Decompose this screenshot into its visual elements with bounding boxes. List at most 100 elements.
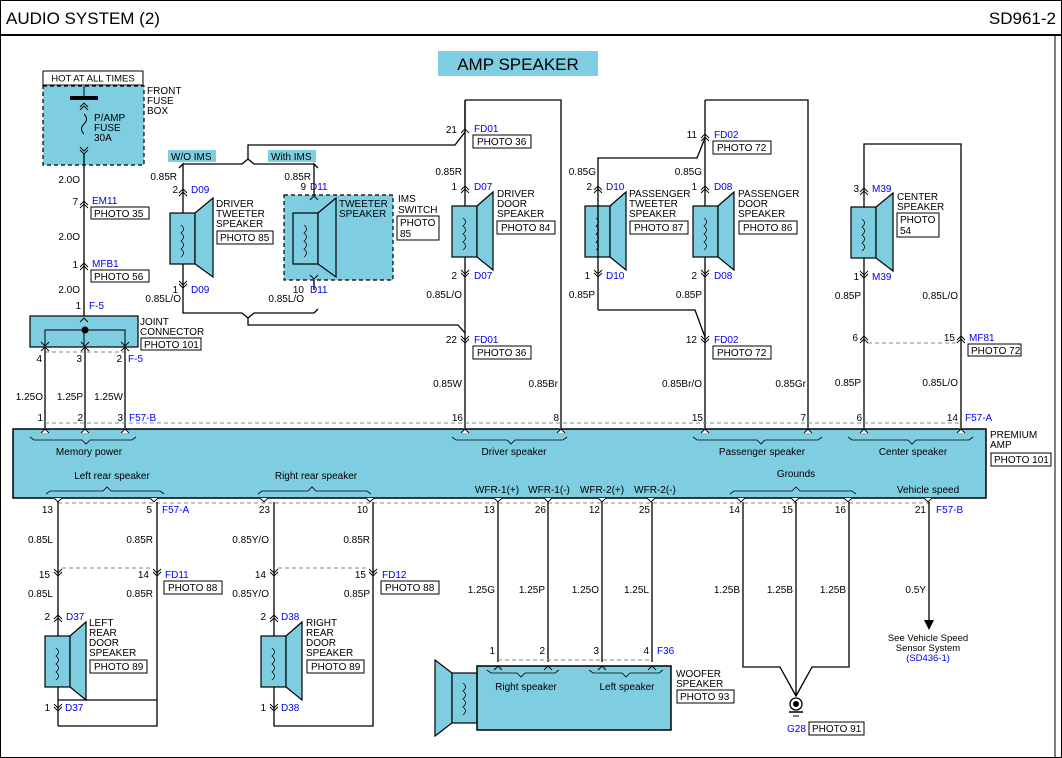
photo-ref[interactable]: PHOTO 88 (385, 583, 435, 594)
photo-ref[interactable]: PHOTO 101 (994, 455, 1049, 466)
pin-number: 1 (172, 285, 178, 296)
photo-ref[interactable]: PHOTO 89 (94, 662, 144, 673)
front-fuse-box (42, 85, 145, 166)
connector-f57b-link[interactable]: F57-B (936, 505, 964, 516)
pin-number: 10 (357, 505, 369, 516)
connector-d11-link[interactable]: D11 (310, 285, 328, 296)
connector-em11-link[interactable]: EM11 (92, 196, 118, 207)
photo-ref[interactable]: PHOTO 35 (94, 209, 144, 220)
photo-ref[interactable]: PHOTO 36 (477, 137, 527, 148)
wfr-label: WFR-1(+) (475, 485, 519, 496)
photo-ref[interactable]: PHOTO 72 (717, 143, 767, 154)
speaker-label: RIGHT (306, 618, 337, 629)
connector-f57b-link[interactable]: F57-B (129, 413, 157, 424)
speaker-label: SPEAKER (216, 219, 263, 230)
connector-d10-link[interactable]: D10 (606, 271, 625, 282)
joint-connector-label: JOINT (140, 317, 169, 328)
connector-f57a-link[interactable]: F57-A (162, 505, 190, 516)
pin-number: 7 (72, 197, 78, 208)
wire-label: 1.25W (94, 392, 123, 403)
connector-m39-link[interactable]: M39 (872, 272, 892, 283)
pin-number: 3 (593, 646, 599, 657)
speaker-label: REAR (306, 628, 334, 639)
photo-ref[interactable]: PHOTO 87 (634, 223, 684, 234)
pin-number: 1 (489, 646, 495, 657)
photo-ref[interactable]: PHOTO 88 (168, 583, 218, 594)
photo-ref[interactable]: PHOTO 72 (717, 348, 767, 359)
connector-d09-link[interactable]: D09 (191, 185, 210, 196)
wire-label: 0.85R (150, 172, 177, 183)
woofer-label: SPEAKER (676, 679, 723, 690)
photo-ref[interactable]: PHOTO 89 (311, 662, 361, 673)
pin-number: 4 (36, 354, 42, 365)
pin-number: 14 (138, 570, 150, 581)
photo-ref[interactable]: PHOTO 85 (220, 233, 270, 244)
driver-tweeter-speaker-icon (169, 196, 214, 279)
wire-label: 1.25P (519, 585, 545, 596)
photo-ref[interactable]: PHOTO (900, 215, 936, 226)
photo-ref[interactable]: PHOTO 72 (971, 346, 1021, 357)
vehicle-speed-ref-link[interactable]: (SD436-1) (906, 653, 950, 664)
center-speaker-icon (850, 191, 894, 273)
connector-fd01-link[interactable]: FD01 (474, 335, 499, 346)
connector-d07-link[interactable]: D07 (474, 271, 493, 282)
photo-ref[interactable]: PHOTO 84 (501, 223, 551, 234)
connector-f36-link[interactable]: F36 (657, 646, 675, 657)
pin-number: 13 (484, 505, 496, 516)
ground-g28-link[interactable]: G28 (787, 724, 806, 735)
photo-ref[interactable]: 54 (900, 226, 912, 237)
connector-fd02-link[interactable]: FD02 (714, 335, 739, 346)
pin-number: 1 (44, 703, 50, 714)
connector-fd02-link[interactable]: FD02 (714, 130, 739, 141)
wire-label: 1.25B (767, 585, 793, 596)
photo-ref[interactable]: PHOTO (400, 218, 436, 229)
photo-ref[interactable]: PHOTO 91 (812, 724, 862, 735)
speaker-label: CENTER (897, 192, 938, 203)
fuse-rating: 30A (94, 133, 112, 144)
connector-d37-link[interactable]: D37 (65, 703, 84, 714)
speaker-label: DOOR (738, 199, 768, 210)
connector-d08-link[interactable]: D08 (714, 182, 733, 193)
pin-number: 6 (856, 413, 862, 424)
connector-fd11-link[interactable]: FD11 (165, 570, 189, 581)
diagram-code: SD961-2 (989, 9, 1056, 28)
wire-label: 0.85P (676, 290, 702, 301)
photo-ref[interactable]: PHOTO 36 (477, 348, 527, 359)
wire-label: 0.85L/O (922, 378, 958, 389)
connector-d11-link[interactable]: D11 (310, 182, 328, 193)
pin-number: 2 (451, 271, 457, 282)
connector-fd01-link[interactable]: FD01 (474, 124, 499, 135)
pin-number: 21 (446, 125, 458, 136)
connector-d09-link[interactable]: D09 (191, 285, 210, 296)
passenger-door-speaker-icon (692, 190, 735, 272)
photo-ref[interactable]: PHOTO 86 (743, 223, 793, 234)
connector-d07-link[interactable]: D07 (474, 182, 493, 193)
connector-d37-link[interactable]: D37 (66, 612, 85, 623)
hot-at-all-times-label: HOT AT ALL TIMES (51, 74, 134, 85)
connector-f5-link[interactable]: F-5 (89, 301, 104, 312)
connector-d10-link[interactable]: D10 (606, 182, 625, 193)
woofer-group-label: Right speaker (495, 682, 557, 693)
connector-d38-link[interactable]: D38 (281, 703, 300, 714)
with-ims-label: With IMS (271, 152, 312, 163)
banner-label: AMP SPEAKER (457, 55, 579, 74)
driver-door-speaker-icon (451, 190, 494, 272)
connector-d38-link[interactable]: D38 (281, 612, 300, 623)
connector-fd12-link[interactable]: FD12 (382, 570, 407, 581)
photo-ref[interactable]: PHOTO 101 (144, 340, 199, 351)
photo-ref[interactable]: 85 (400, 229, 412, 240)
photo-ref[interactable]: PHOTO 56 (94, 272, 144, 283)
wire-label: 0.85G (569, 167, 596, 178)
connector-mf81-link[interactable]: MF81 (969, 333, 995, 344)
wfr-label: WFR-1(-) (528, 485, 570, 496)
wire-label: 0.85Br/O (662, 379, 702, 390)
wire-label: 1.25L (624, 585, 649, 596)
connector-d08-link[interactable]: D08 (714, 271, 733, 282)
connector-f57a-link[interactable]: F57-A (965, 413, 993, 424)
photo-ref[interactable]: PHOTO 93 (680, 692, 730, 703)
connector-m39-link[interactable]: M39 (872, 184, 892, 195)
speaker-label: SPEAKER (497, 209, 544, 220)
connector-mfb1-link[interactable]: MFB1 (92, 259, 119, 270)
pin-number: 1 (72, 260, 78, 271)
connector-f5-link[interactable]: F-5 (128, 354, 143, 365)
